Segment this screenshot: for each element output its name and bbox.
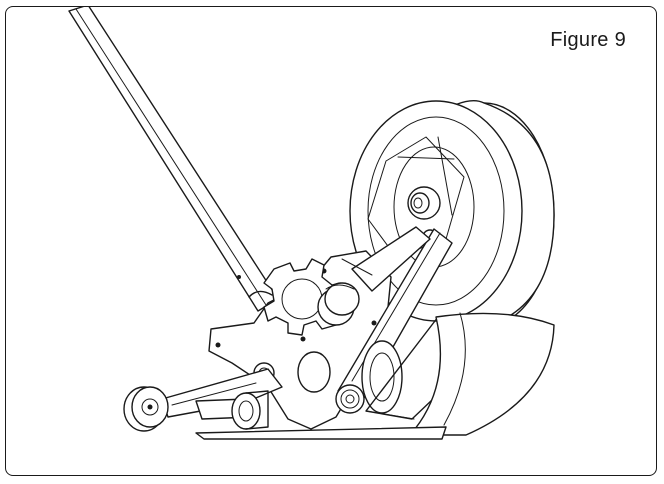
lower-belt bbox=[409, 312, 555, 436]
base-plate bbox=[195, 426, 447, 440]
figure-drawing bbox=[68, 7, 555, 440]
rear-wheel bbox=[123, 386, 169, 432]
figure-caption: Figure 9 bbox=[550, 29, 626, 51]
cap-knob bbox=[317, 282, 360, 326]
adjustment-knob bbox=[335, 384, 365, 414]
trailing-arm bbox=[161, 368, 283, 420]
front-bearing bbox=[361, 340, 403, 414]
handle-bar bbox=[68, 7, 279, 312]
figure-frame: Figure 9 bbox=[5, 6, 657, 476]
middle-roller bbox=[231, 390, 269, 430]
